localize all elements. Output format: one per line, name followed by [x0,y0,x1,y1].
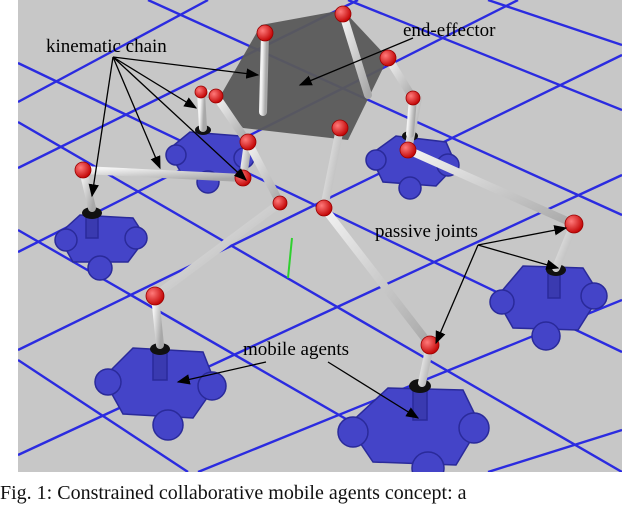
joint [379,49,397,67]
label-end-effector: end-effector [403,20,496,41]
mobile-agent [489,265,608,351]
joint [239,133,257,151]
label-passive-joints: passive joints [375,221,478,242]
joint [315,199,333,217]
joint [564,214,584,234]
mobile-agent [365,135,460,200]
joints [74,5,584,355]
joint [331,119,349,137]
mobile-agent [337,383,490,472]
label-kinematic-chain: kinematic chain [46,36,167,57]
mobile-agents [54,131,608,472]
figure-render: kinematic chain end-effector passive joi… [18,0,622,472]
annotation-arrows [88,37,568,419]
mobile-agent [94,345,227,441]
joint [405,90,421,106]
joint [194,85,208,99]
joint [399,141,417,159]
joint [272,195,288,211]
joint [256,24,274,42]
joint [74,161,92,179]
axis-marker [287,237,293,279]
label-mobile-agents: mobile agents [243,339,349,360]
figure-caption: Fig. 1: Constrained collaborative mobile… [0,482,467,504]
joint [334,5,352,23]
joint [145,286,165,306]
joint [208,88,224,104]
joint [420,335,440,355]
